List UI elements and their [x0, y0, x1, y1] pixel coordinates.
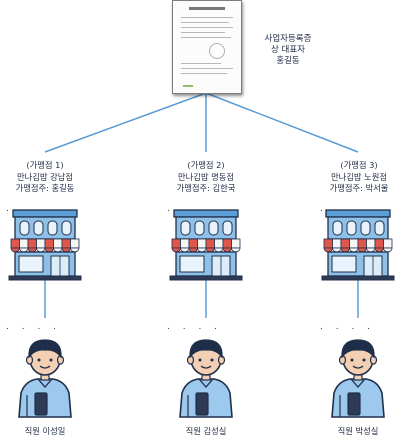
staff-mouth [352, 365, 364, 369]
branch-1-owner: 가맹점주: 홍길동 [15, 183, 75, 193]
branch-2-owner: 가맹점주: 김한국 [176, 183, 236, 193]
store-display-window [331, 255, 357, 273]
store-base [169, 275, 243, 281]
staff-collar [350, 378, 366, 388]
store-icon-1 [8, 209, 82, 281]
store-icon-3 [321, 209, 395, 281]
store-window [33, 220, 44, 236]
store-display-window [18, 255, 44, 273]
dots: . . . . [6, 204, 62, 214]
certificate-mark [183, 85, 193, 87]
business-registration-certificate [172, 0, 242, 94]
staff-tablet [195, 392, 209, 416]
staff-2-label: 직원 김성실 [185, 426, 227, 436]
certificate-line [181, 63, 221, 64]
branch-1-label: (가맹점 1) 만나김밥 강남점 가맹점주: 홍길동 [0, 160, 100, 195]
branch-2-name: 만나김밥 명동점 [177, 171, 235, 182]
branch-3-label: (가맹점 3) 만나김밥 노원점 가맹점주: 박서울 [304, 160, 406, 195]
connector-line-3 [205, 92, 359, 153]
certificate-line [181, 27, 233, 28]
staff-icon-3 [331, 339, 385, 418]
branch-3-owner: 가맹점주: 박서울 [329, 183, 389, 193]
certificate-line [181, 17, 233, 18]
store-window [61, 220, 72, 236]
staff-collar [198, 378, 214, 388]
dots: . . . . [167, 322, 223, 332]
branch-2-label: (가맹점 2) 만나김밥 명동점 가맹점주: 김한국 [151, 160, 261, 195]
dots: . . . . [320, 322, 376, 332]
staff-mouth [39, 365, 51, 369]
staff-eye [198, 358, 202, 362]
branch-2-title: (가맹점 2) [187, 160, 225, 170]
dots: . . . . [6, 322, 62, 332]
certificate-line [181, 22, 229, 23]
certificate-line [181, 68, 233, 69]
staff-icon-1 [18, 339, 72, 418]
staff-hair [341, 339, 375, 359]
staff-eye [350, 358, 354, 362]
staff-3-label: 직원 박성실 [337, 426, 379, 436]
certificate-seal [209, 43, 225, 59]
store-window [222, 220, 233, 236]
staff-hair [28, 339, 62, 359]
dots: . . . . [320, 204, 376, 214]
staff-eye [49, 358, 53, 362]
staff-icon-2 [179, 339, 233, 418]
store-window [208, 220, 219, 236]
staff-eye [210, 358, 214, 362]
dots: . . . . [167, 204, 223, 214]
owner-label-line2: 상 대표자 [271, 45, 305, 55]
store-window [180, 220, 191, 236]
store-window [346, 220, 357, 236]
store-window [47, 220, 58, 236]
owner-label-line1: 사업자등록증 [264, 34, 312, 44]
store-window [19, 220, 30, 236]
staff-mouth [200, 365, 212, 369]
certificate-line [181, 37, 231, 38]
store-base [8, 275, 82, 281]
owner-label: 사업자등록증 상 대표자 홍길동 [248, 34, 328, 67]
store-window [194, 220, 205, 236]
branch-1-title: (가맹점 1) [26, 160, 64, 170]
certificate-line [181, 73, 227, 74]
staff-eye [362, 358, 366, 362]
store-window [360, 220, 371, 236]
branch-3-title: (가맹점 3) [340, 160, 378, 170]
store-display-window [179, 255, 205, 273]
staff-1-label: 직원 이성일 [24, 426, 66, 436]
certificate-line [181, 32, 225, 33]
store-icon-2 [169, 209, 243, 281]
certificate-title-bar [189, 7, 225, 10]
branch-3-name: 만나김밥 노원점 [330, 171, 388, 182]
staff-collar [37, 378, 53, 388]
store-base [321, 275, 395, 281]
staff-tablet [347, 392, 361, 416]
connector-line-1 [44, 92, 207, 153]
staff-hair [189, 339, 223, 359]
staff-tablet [34, 392, 48, 416]
store-window [374, 220, 385, 236]
owner-label-line3: 홍길동 [276, 56, 300, 66]
store-window [332, 220, 343, 236]
branch-1-name: 만나김밥 강남점 [16, 171, 74, 182]
staff-eye [37, 358, 41, 362]
